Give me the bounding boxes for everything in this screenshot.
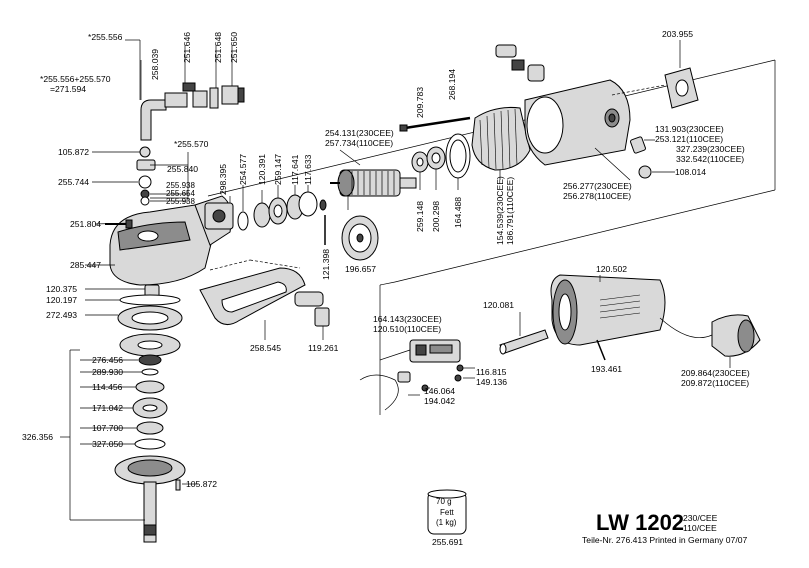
armature bbox=[330, 149, 417, 197]
grease-tub bbox=[427, 489, 467, 535]
label-154539: 154.539(230CEE) bbox=[495, 176, 505, 245]
label-203955: 203.955 bbox=[662, 29, 693, 39]
label-276456: 276.456 bbox=[92, 355, 123, 365]
label-255654: 255.654 bbox=[166, 189, 195, 198]
label-255938-a: 255.938 bbox=[166, 181, 195, 190]
gear-housing bbox=[85, 195, 232, 286]
voltage-230: 230/CEE bbox=[683, 513, 718, 523]
grease-part-no: 255.691 bbox=[432, 537, 463, 547]
label-116815: 116.815 bbox=[476, 367, 507, 377]
label-251648: 251.648 bbox=[213, 32, 223, 63]
label-254577: 254.577 bbox=[238, 154, 248, 185]
label-119261: 119.261 bbox=[308, 343, 339, 353]
label-194042: 194.042 bbox=[424, 396, 455, 406]
housing-top-parts bbox=[495, 40, 699, 109]
label-298395: 298.395 bbox=[218, 164, 228, 195]
label-255556: *255.556 bbox=[88, 32, 123, 42]
cord-sleeve bbox=[499, 312, 549, 355]
field-coil bbox=[471, 107, 531, 180]
label-251650: 251.650 bbox=[229, 32, 239, 63]
label-117633: 117.633 bbox=[303, 154, 313, 185]
label-259147: 259.147 bbox=[273, 154, 283, 185]
rear-handle bbox=[550, 274, 666, 346]
label-120502: 120.502 bbox=[596, 264, 627, 274]
label-253121: 253.121(110CEE) bbox=[655, 134, 723, 144]
label-251804: 251.804 bbox=[70, 219, 101, 229]
label-131903: 131.903(230CEE) bbox=[655, 124, 724, 134]
label-326356: 326.356 bbox=[22, 432, 53, 442]
label-combo2: =271.594 bbox=[50, 84, 86, 94]
label-164488: 164.488 bbox=[453, 197, 463, 228]
hose-fitting-assembly bbox=[125, 39, 245, 141]
label-105872-top: 105.872 bbox=[58, 147, 89, 157]
grease-weight: 70 g bbox=[436, 497, 452, 506]
label-255744: 255.744 bbox=[58, 177, 89, 187]
label-272493: 272.493 bbox=[46, 310, 77, 320]
label-149136: 149.136 bbox=[476, 377, 507, 387]
motor-housing bbox=[524, 79, 631, 181]
small-fittings bbox=[92, 146, 189, 206]
label-120510: 120.510(110CEE) bbox=[373, 324, 441, 334]
label-108014: 108.014 bbox=[675, 167, 706, 177]
label-120197: 120.197 bbox=[46, 295, 77, 305]
shaft-row-parts bbox=[204, 185, 327, 231]
label-259148: 259.148 bbox=[415, 201, 425, 232]
label-171042: 171.042 bbox=[92, 403, 123, 413]
label-105872-bottom: 105.872 bbox=[186, 479, 217, 489]
label-209864: 209.864(230CEE) bbox=[681, 368, 750, 378]
label-332542: 332.542(110CEE) bbox=[676, 154, 744, 164]
label-285447: 285.447 bbox=[70, 260, 101, 270]
spindle-parts bbox=[60, 284, 198, 543]
label-251646: 251.646 bbox=[182, 32, 192, 63]
power-plug bbox=[659, 314, 761, 368]
label-268194: 268.194 bbox=[447, 69, 457, 100]
grease-qty: (1 kg) bbox=[436, 518, 457, 527]
label-196657: 196.657 bbox=[345, 264, 376, 274]
label-193461: 193.461 bbox=[591, 364, 622, 374]
label-289930: 289.930 bbox=[92, 367, 123, 377]
label-164143: 164.143(230CEE) bbox=[373, 314, 442, 324]
voltage-110: 110/CEE bbox=[683, 523, 717, 533]
label-258039: 258.039 bbox=[150, 49, 160, 80]
brush-holder bbox=[630, 136, 675, 179]
label-200298: 200.298 bbox=[431, 201, 441, 232]
screw-209783 bbox=[399, 116, 471, 132]
grease-name: Fett bbox=[440, 508, 455, 517]
label-254131: 254.131(230CEE) bbox=[325, 128, 394, 138]
label-114456: 114.456 bbox=[92, 382, 123, 392]
label-255938-b: 255.938 bbox=[166, 197, 195, 206]
label-120391: 120.391 bbox=[257, 154, 267, 185]
label-258545: 258.545 bbox=[250, 343, 281, 353]
side-handle bbox=[199, 259, 330, 340]
title-block: LW 1202 230/CEE 110/CEE Teile-Nr. 276.41… bbox=[582, 510, 748, 545]
switch bbox=[359, 339, 475, 411]
bearings-row bbox=[411, 133, 471, 190]
label-120081: 120.081 bbox=[483, 300, 514, 310]
label-107700: 107.700 bbox=[92, 423, 123, 433]
grease-labels: 70 g Fett (1 kg) 255.691 bbox=[432, 497, 463, 547]
label-117641: 117.641 bbox=[290, 154, 300, 185]
label-327050: 327.050 bbox=[92, 439, 123, 449]
label-209783: 209.783 bbox=[415, 87, 425, 118]
label-255570: *255.570 bbox=[174, 139, 209, 149]
screw-193461 bbox=[596, 339, 606, 361]
label-186791: 186.791(110CEE) bbox=[505, 177, 515, 245]
label-256277: 256.277(230CEE) bbox=[563, 181, 632, 191]
label-256278: 256.278(110CEE) bbox=[563, 191, 631, 201]
label-146064: 146.064 bbox=[424, 386, 455, 396]
footer-part-number: Teile-Nr. 276.413 Printed in Germany 07/… bbox=[582, 535, 748, 545]
model-title: LW 1202 bbox=[596, 510, 684, 535]
label-121398: 121.398 bbox=[321, 249, 331, 280]
screw-251804 bbox=[105, 219, 133, 229]
label-255840: 255.840 bbox=[167, 164, 198, 174]
part-labels: *255.556 258.039 251.646 251.648 251.650… bbox=[22, 29, 750, 489]
label-327239: 327.239(230CEE) bbox=[676, 144, 745, 154]
label-120375: 120.375 bbox=[46, 284, 77, 294]
label-209872: 209.872(110CEE) bbox=[681, 378, 749, 388]
label-combo1: *255.556+255.570 bbox=[40, 74, 111, 84]
label-257734: 257.734(110CEE) bbox=[325, 138, 393, 148]
bevel-gear bbox=[341, 195, 379, 261]
